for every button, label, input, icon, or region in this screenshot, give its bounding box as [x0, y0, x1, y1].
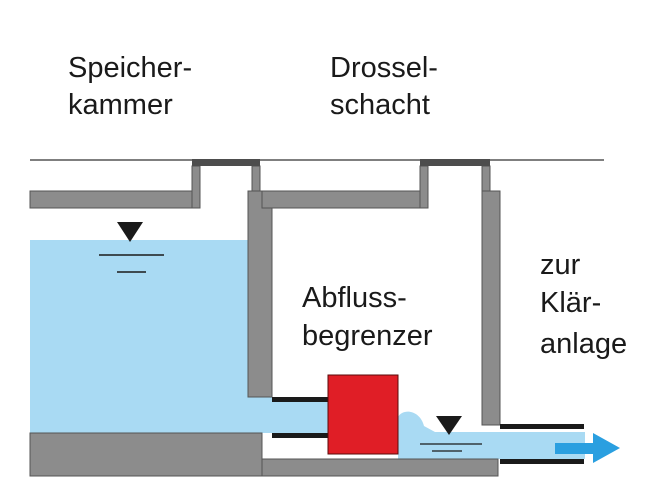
- treatment-plant-label-line3: anlage: [540, 328, 627, 360]
- discharge-limiter-label-line2: begrenzer: [302, 320, 433, 352]
- treatment-plant-label-line1: zur: [540, 249, 581, 281]
- throttle-right-wall: [481, 190, 501, 426]
- storage-manhole-wall-left: [191, 165, 201, 209]
- outlet-pipe-top: [500, 424, 584, 429]
- inlet-pipe-top: [272, 397, 330, 402]
- treatment-plant-label-line2: Klär-: [540, 287, 601, 319]
- floor-slab: [29, 432, 271, 477]
- storage-roof-slab: [29, 190, 199, 209]
- discharge-limiter: [327, 374, 399, 455]
- throttle-manhole-wall-left: [419, 165, 429, 209]
- storage-manhole-cover: [192, 159, 260, 166]
- throttle-manhole-cover: [420, 159, 490, 166]
- storage-water: [30, 240, 263, 433]
- partition-wall: [247, 190, 273, 398]
- inlet-pipe-bottom: [272, 433, 330, 438]
- storage-chamber-label-line2: kammer: [68, 89, 173, 121]
- discharge-limiter-label-line1: Abfluss-: [302, 282, 407, 314]
- throttle-water: [398, 411, 585, 459]
- outlet-pipe-bottom: [500, 459, 584, 464]
- connecting-water: [262, 397, 332, 433]
- water-level-triangle-icon: [117, 222, 143, 242]
- throttle-shaft-label-line2: schacht: [330, 89, 430, 121]
- throttle-water-level-marker: [420, 416, 482, 452]
- storage-chamber-label-line1: Speicher-: [68, 52, 192, 84]
- throttle-floor: [261, 458, 499, 477]
- throttle-shaft-label-line1: Drossel-: [330, 52, 438, 84]
- water-level-triangle-icon: [436, 416, 462, 435]
- flow-arrow-icon: [555, 433, 620, 463]
- storage-water-level-marker: [99, 222, 164, 273]
- throttle-roof-slab: [261, 190, 425, 209]
